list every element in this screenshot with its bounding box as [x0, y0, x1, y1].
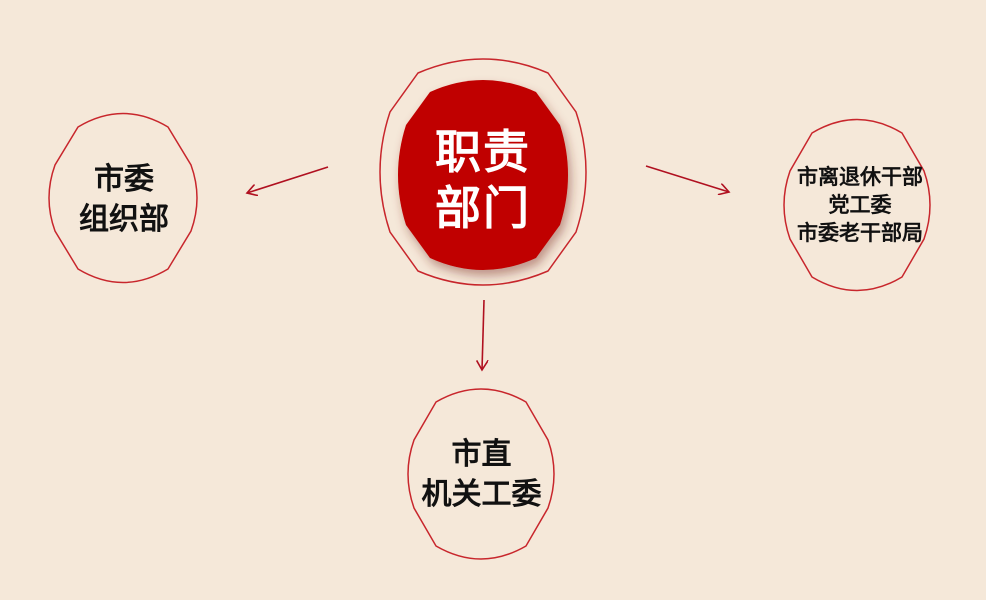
right-label-line-3: 市委老干部局: [797, 221, 923, 245]
left-node-hexagon: [48, 112, 198, 284]
right-label-line-1: 市离退休干部: [797, 165, 923, 189]
left-label-line-2: 组织部: [79, 202, 169, 237]
bottom-label-line-2: 机关工委: [421, 477, 542, 512]
center-node-label: 职责 部门: [408, 100, 558, 260]
arrow-to-bottom: [482, 299, 484, 370]
left-label-line-1: 市委: [94, 162, 154, 197]
right-node-hexagon: [783, 118, 931, 292]
center-hexagon: [398, 80, 568, 270]
center-outer-hexagon: [379, 58, 587, 286]
left-node-label: 市委 组织部: [50, 145, 198, 255]
arrow-to-left: [247, 166, 329, 193]
center-label-line-2: 部门: [435, 181, 531, 235]
arrow-to-right: [645, 165, 729, 192]
center-label-line-1: 职责: [435, 125, 531, 179]
bottom-node-hexagon: [407, 388, 555, 560]
bottom-node-label: 市直 机关工委: [404, 420, 559, 530]
bottom-label-line-1: 市直: [451, 437, 512, 472]
right-label-line-2: 党工委: [828, 193, 892, 217]
right-node-label: 市离退休干部 党工委 市委老干部局: [780, 150, 940, 260]
